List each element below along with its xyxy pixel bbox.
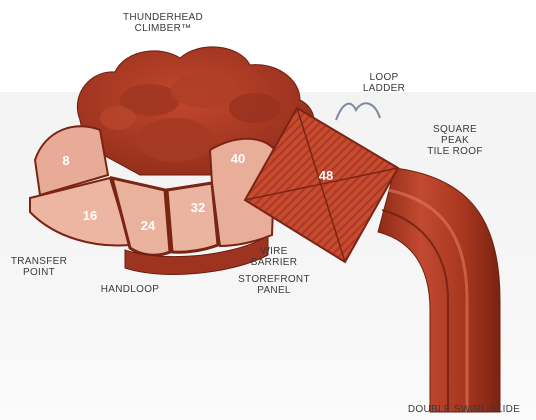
- transfer-point-label: TRANSFER POINT: [4, 256, 74, 278]
- loop-ladder-label: LOOP LADDER: [354, 72, 414, 94]
- double-swirl-slide-shape: [378, 168, 500, 412]
- square-peak-tile-roof-label: SQUARE PEAK TILE ROOF: [410, 124, 500, 157]
- handloop-label: HANDLOOP: [88, 284, 172, 295]
- deck-height-8: 8: [62, 153, 69, 168]
- deck-height-24: 24: [141, 218, 156, 233]
- deck-height-32: 32: [191, 200, 205, 215]
- thunderhead-climber-label: THUNDERHEAD CLIMBER™: [108, 12, 218, 34]
- deck-height-48: 48: [319, 168, 333, 183]
- deck-height-40: 40: [231, 151, 245, 166]
- wire-barrier-label: WIRE BARRIER: [234, 246, 314, 268]
- loop-ladder-shape: [336, 103, 380, 120]
- double-swirl-slide-label: DOUBLE SWIRL SLIDE: [396, 404, 532, 415]
- storefront-panel-label: STOREFRONT PANEL: [234, 274, 314, 296]
- deck-height-16: 16: [83, 208, 97, 223]
